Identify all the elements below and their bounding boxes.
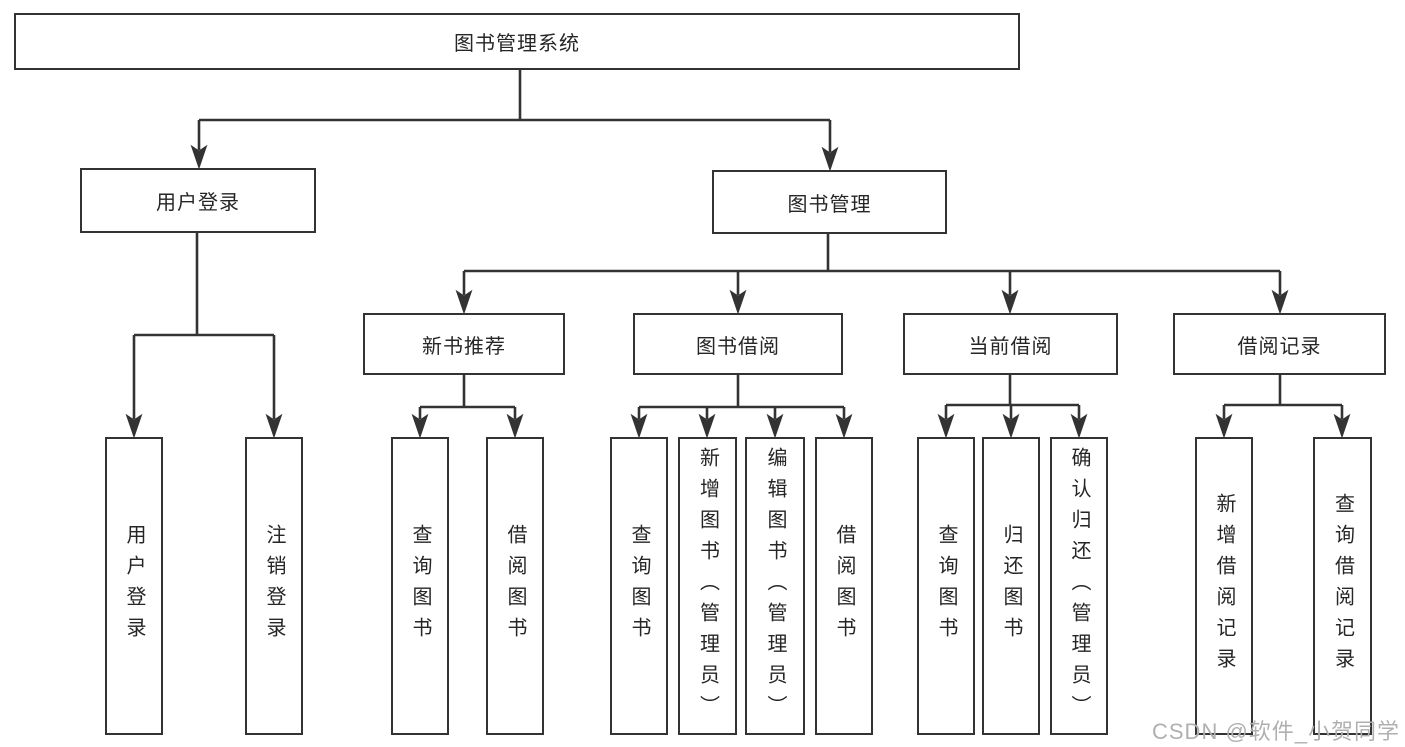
node-label: 查询图书: [628, 524, 650, 648]
node-label: 新增借阅记录: [1213, 493, 1235, 679]
leaf-logout: 注销登录: [245, 437, 303, 735]
node-book-management: 图书管理: [712, 170, 947, 234]
leaf-query-borrow-record: 查询借阅记录: [1313, 437, 1372, 735]
leaf-return-book: 归还图书: [982, 437, 1040, 735]
leaf-add-borrow-record: 新增借阅记录: [1195, 437, 1253, 735]
connector-borrow-records-children: [1215, 375, 1351, 439]
node-label: 新增图书（管理员）: [696, 446, 719, 726]
node-label: 确认归还（管理员）: [1068, 446, 1090, 726]
connector-new-book-recommend-children: [411, 375, 524, 439]
node-label: 归还图书: [1000, 524, 1022, 648]
node-label: 编辑图书（管理员）: [764, 446, 786, 726]
node-label: 图书借阅: [696, 335, 780, 358]
node-label: 查询图书: [409, 524, 431, 648]
node-label: 图书管理: [787, 193, 872, 216]
node-new-book-recommend: 新书推荐: [363, 313, 565, 375]
node-label: 用户登录: [123, 524, 145, 648]
connector-current-borrow-children: [937, 375, 1088, 439]
leaf-query-books-current: 查询图书: [917, 437, 975, 735]
connector-user-login-children: [125, 233, 283, 439]
node-current-borrow: 当前借阅: [903, 313, 1118, 375]
csdn-watermark: CSDN @软件_小贺同学: [1152, 719, 1401, 744]
node-label: 用户登录: [156, 192, 240, 214]
node-book-borrow: 图书借阅: [633, 313, 843, 375]
node-label: 图书管理系统: [454, 33, 580, 55]
leaf-edit-book-admin: 编辑图书（管理员）: [745, 437, 805, 735]
node-label: 当前借阅: [968, 335, 1053, 358]
node-label: 新书推荐: [422, 335, 506, 358]
node-user-login: 用户登录: [80, 168, 316, 233]
node-borrow-records: 借阅记录: [1173, 313, 1386, 375]
leaf-borrow-books: 借阅图书: [815, 437, 873, 735]
node-label: 查询图书: [935, 524, 957, 648]
node-label: 注销登录: [263, 524, 285, 648]
connector-book-borrow-children: [630, 375, 853, 439]
leaf-add-book-admin: 新增图书（管理员）: [678, 437, 737, 735]
node-label: 借阅图书: [833, 524, 855, 648]
leaf-query-books-borrow: 查询图书: [610, 437, 668, 735]
node-label: 借阅记录: [1237, 335, 1322, 358]
connector-book-management-children: [455, 234, 1289, 315]
node-label: 借阅图书: [504, 524, 526, 648]
node-library-system: 图书管理系统: [14, 13, 1020, 70]
leaf-borrow-books-recommend: 借阅图书: [486, 437, 544, 735]
node-label: 查询借阅记录: [1331, 493, 1354, 679]
leaf-confirm-return-admin: 确认归还（管理员）: [1050, 437, 1108, 735]
connector-root-to-level2: [190, 70, 839, 172]
leaf-query-books-recommend: 查询图书: [391, 437, 449, 735]
leaf-user-login: 用户登录: [105, 437, 163, 735]
